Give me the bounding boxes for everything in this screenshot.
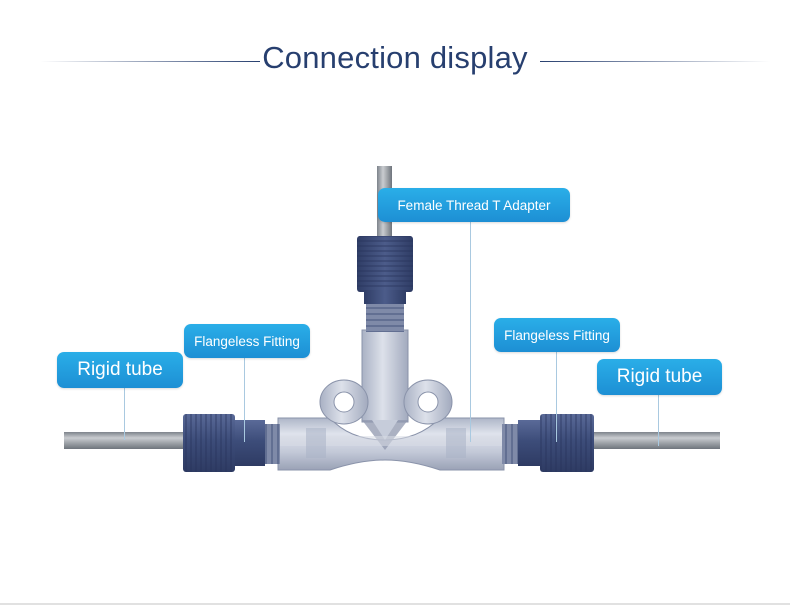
leader-rigid-tube-left (124, 388, 126, 440)
label-flangeless-fitting-right: Flangeless Fitting (494, 318, 620, 352)
label-rigid-tube-right: Rigid tube (597, 359, 722, 395)
page-title: Connection display (262, 40, 528, 75)
rigid-tube-left (64, 432, 188, 449)
bottom-divider (0, 603, 790, 605)
label-flangeless-fitting-left: Flangeless Fitting (184, 324, 310, 358)
female-thread-t-adapter (277, 329, 505, 471)
header-rule-right (540, 61, 770, 62)
header-rule-left (40, 61, 260, 62)
label-female-thread-t-adapter: Female Thread T Adapter (378, 188, 570, 222)
leader-flangeless-fitting-right (556, 352, 558, 442)
leader-flangeless-fitting-left (244, 358, 246, 442)
flangeless-fitting-right-nut (518, 414, 594, 472)
flangeless-fitting-top-nut (357, 236, 413, 304)
leader-female-thread-t-adapter (470, 222, 472, 442)
leader-rigid-tube-right (658, 394, 660, 446)
rigid-tube-right (590, 432, 720, 449)
label-rigid-tube-left: Rigid tube (57, 352, 183, 388)
flangeless-fitting-left-nut (183, 414, 265, 472)
